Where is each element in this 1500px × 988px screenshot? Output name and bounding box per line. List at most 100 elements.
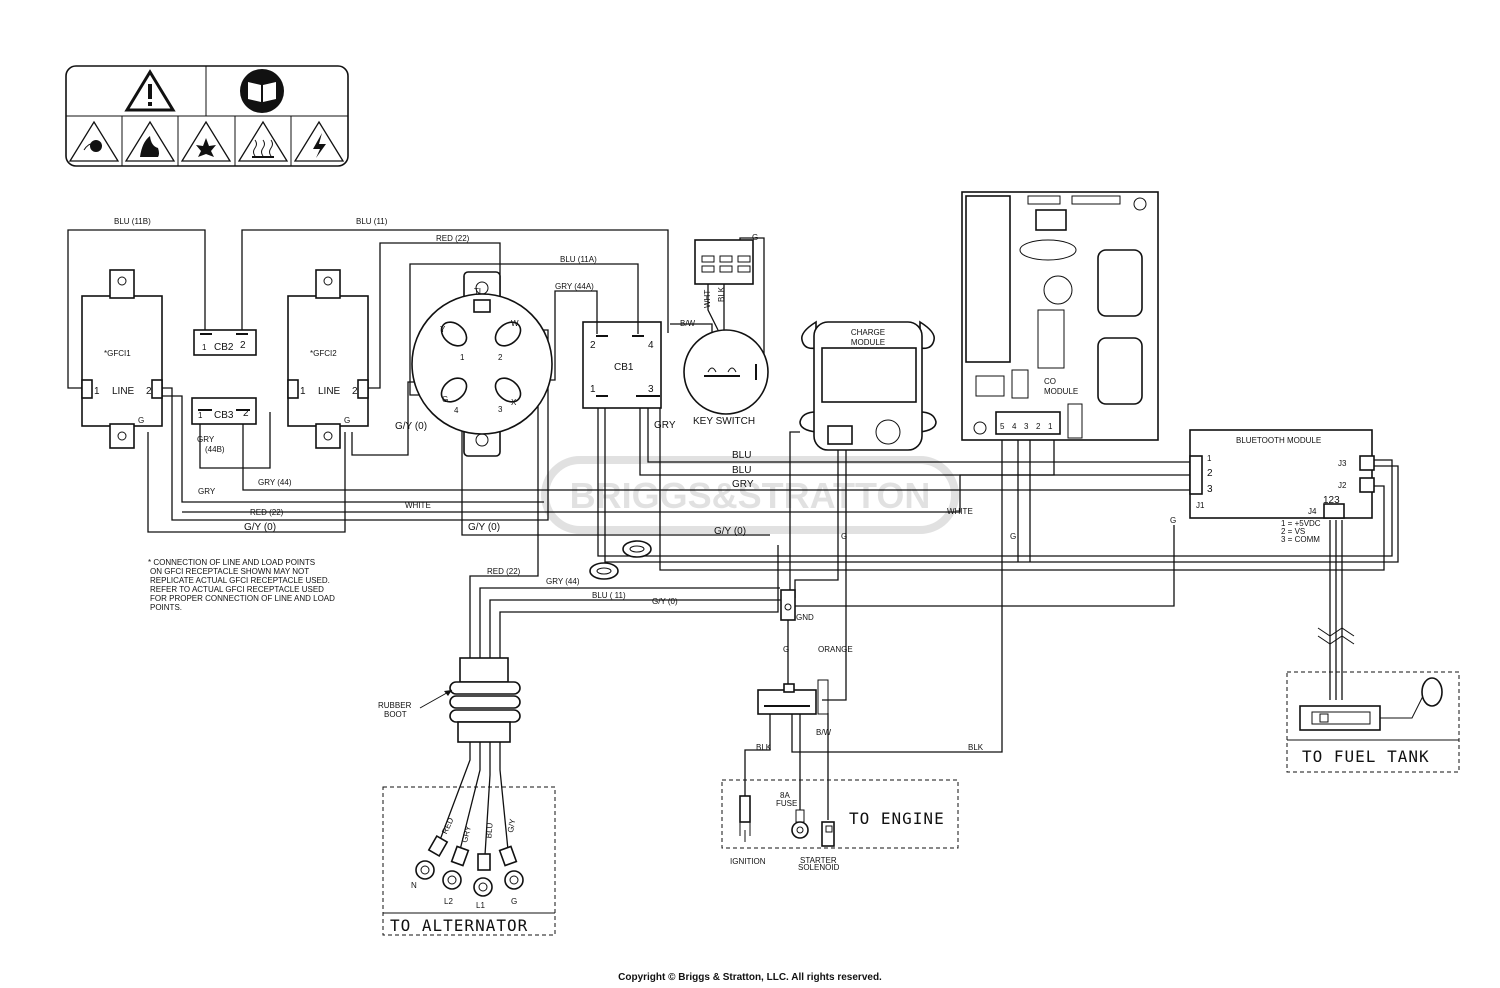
svg-text:BLU ( 11): BLU ( 11) bbox=[592, 591, 626, 600]
svg-text:2: 2 bbox=[590, 340, 596, 351]
svg-text:N: N bbox=[411, 881, 417, 890]
note-line-2: ON GFCI RECEPTACLE SHOWN MAY NOT bbox=[150, 567, 309, 576]
gfci2-line-label: LINE bbox=[318, 386, 341, 397]
svg-text:G/Y (0): G/Y (0) bbox=[714, 526, 746, 537]
svg-text:J4: J4 bbox=[1308, 507, 1317, 516]
svg-text:1: 1 bbox=[198, 411, 203, 420]
svg-text:BLU: BLU bbox=[732, 450, 751, 461]
engine-connector bbox=[757, 679, 829, 715]
gry-44b-label-1: GRY bbox=[197, 435, 215, 444]
gfci1-receptacle: *GFCI1 LINE 1 2 G bbox=[81, 269, 163, 449]
rubber-boot-label-1: RUBBER bbox=[378, 701, 412, 710]
safety-label-panel bbox=[65, 65, 349, 167]
charge-module: CHARGE MODULE bbox=[799, 320, 937, 451]
svg-text:G: G bbox=[138, 416, 144, 425]
svg-text:3: 3 bbox=[648, 384, 654, 395]
svg-text:BLU: BLU bbox=[732, 465, 751, 476]
svg-text:1 = +5VDC: 1 = +5VDC bbox=[1281, 519, 1321, 528]
ferrite-cores bbox=[589, 540, 652, 580]
watermark: BRIGGS&STRATTON bbox=[541, 456, 959, 534]
co-module: 5 4 3 2 1 CO MODULE bbox=[961, 191, 1159, 441]
key-switch-wht-label: WHT bbox=[703, 290, 712, 308]
svg-text:J2: J2 bbox=[1338, 481, 1347, 490]
svg-text:3: 3 bbox=[1024, 422, 1029, 431]
key-switch-blk-label: BLK bbox=[717, 286, 726, 302]
svg-text:RED (22): RED (22) bbox=[436, 234, 470, 243]
svg-text:J1: J1 bbox=[1196, 501, 1205, 510]
svg-text:123: 123 bbox=[1323, 495, 1340, 506]
svg-text:2: 2 bbox=[240, 340, 246, 351]
to-engine-label: TO ENGINE bbox=[849, 809, 945, 828]
co-module-label-2: MODULE bbox=[1044, 387, 1078, 396]
svg-text:G/Y (0): G/Y (0) bbox=[652, 597, 678, 606]
svg-text:1: 1 bbox=[460, 353, 465, 362]
watermark-text: BRIGGS&STRATTON bbox=[570, 475, 931, 516]
svg-text:WHITE: WHITE bbox=[405, 501, 431, 510]
svg-text:L1: L1 bbox=[476, 901, 485, 910]
note-line-6: POINTS. bbox=[150, 603, 182, 612]
svg-text:CB2: CB2 bbox=[214, 342, 234, 353]
svg-text:BLU: BLU bbox=[484, 822, 494, 839]
svg-text:GRY: GRY bbox=[732, 479, 754, 490]
bluetooth-module: BLUETOOTH MODULE 1 2 3 J1 J3 J2 J4 123 1… bbox=[1189, 429, 1375, 544]
gfci1-label: *GFCI1 bbox=[104, 349, 131, 358]
to-fuel-tank-label: TO FUEL TANK bbox=[1302, 747, 1430, 766]
svg-text:2: 2 bbox=[1036, 422, 1041, 431]
svg-text:GRY: GRY bbox=[654, 420, 676, 431]
svg-text:TL: TL bbox=[474, 287, 484, 296]
circuit-breaker-cb2: 1 CB2 2 bbox=[193, 329, 257, 356]
wire-labels: BLU (11B) BLU (11) RED (22) BLU (11A) GR… bbox=[114, 217, 1176, 752]
svg-text:RED: RED bbox=[440, 816, 455, 835]
svg-text:2: 2 bbox=[146, 386, 152, 397]
copyright-text: Copyright © Briggs & Stratton, LLC. All … bbox=[618, 972, 882, 983]
svg-text:G: G bbox=[442, 395, 448, 404]
svg-text:G: G bbox=[1010, 532, 1016, 541]
key-switch: WHT BLK B/W G KEY SWITCH bbox=[670, 233, 769, 427]
note-line-5: FOR PROPER CONNECTION OF LINE AND LOAD bbox=[150, 594, 335, 603]
svg-text:GRY: GRY bbox=[460, 824, 473, 844]
svg-text:G/Y (0): G/Y (0) bbox=[395, 421, 427, 432]
bluetooth-module-label: BLUETOOTH MODULE bbox=[1236, 436, 1321, 445]
hot-surface-icon bbox=[237, 120, 289, 162]
svg-text:1: 1 bbox=[202, 343, 207, 352]
svg-text:G: G bbox=[1170, 516, 1176, 525]
svg-text:W: W bbox=[511, 319, 519, 328]
svg-text:GRY (44A): GRY (44A) bbox=[555, 282, 594, 291]
svg-text:BLK: BLK bbox=[756, 743, 772, 752]
svg-text:G: G bbox=[511, 897, 517, 906]
twist-lock-receptacle: TL Y W 1 2 G 4 3 X bbox=[411, 271, 553, 457]
svg-text:Y: Y bbox=[440, 325, 446, 334]
svg-text:4: 4 bbox=[648, 340, 654, 351]
starter-solenoid-label-2: SOLENOID bbox=[798, 863, 840, 872]
svg-text:1: 1 bbox=[94, 386, 100, 397]
gry-44b-label-2: (44B) bbox=[205, 445, 225, 454]
charge-module-label-1: CHARGE bbox=[851, 328, 885, 337]
svg-text:2: 2 bbox=[352, 386, 358, 397]
svg-text:4: 4 bbox=[1012, 422, 1017, 431]
svg-text:GND: GND bbox=[796, 613, 814, 622]
key-switch-label: KEY SWITCH bbox=[693, 416, 755, 427]
circuit-breaker-cb3: 1 CB3 2 bbox=[191, 397, 257, 425]
svg-text:G/Y: G/Y bbox=[506, 818, 517, 834]
svg-text:WHITE: WHITE bbox=[947, 507, 973, 516]
svg-text:RED (22): RED (22) bbox=[250, 508, 284, 517]
svg-text:CB3: CB3 bbox=[214, 410, 234, 421]
svg-text:G: G bbox=[752, 233, 758, 242]
svg-text:3: 3 bbox=[1207, 484, 1213, 495]
fuse-label-2: FUSE bbox=[776, 799, 797, 808]
svg-text:1: 1 bbox=[590, 384, 596, 395]
wiring bbox=[67, 229, 1399, 856]
fuse-label-1: 8A bbox=[780, 791, 790, 800]
svg-text:GRY (44): GRY (44) bbox=[258, 478, 292, 487]
svg-text:3: 3 bbox=[498, 405, 503, 414]
svg-text:BLU (11A): BLU (11A) bbox=[560, 255, 597, 264]
fire-icon bbox=[124, 120, 176, 162]
ignition-label: IGNITION bbox=[730, 857, 766, 866]
svg-text:3 = COMM: 3 = COMM bbox=[1281, 535, 1320, 544]
starter-solenoid-label-1: STARTER bbox=[800, 856, 837, 865]
gfci2-receptacle: *GFCI2 LINE 1 2 G bbox=[287, 269, 369, 449]
svg-text:BLU (11): BLU (11) bbox=[356, 217, 388, 226]
svg-text:2: 2 bbox=[498, 353, 503, 362]
svg-text:BLU (11B): BLU (11B) bbox=[114, 217, 151, 226]
charge-module-label-2: MODULE bbox=[851, 338, 885, 347]
